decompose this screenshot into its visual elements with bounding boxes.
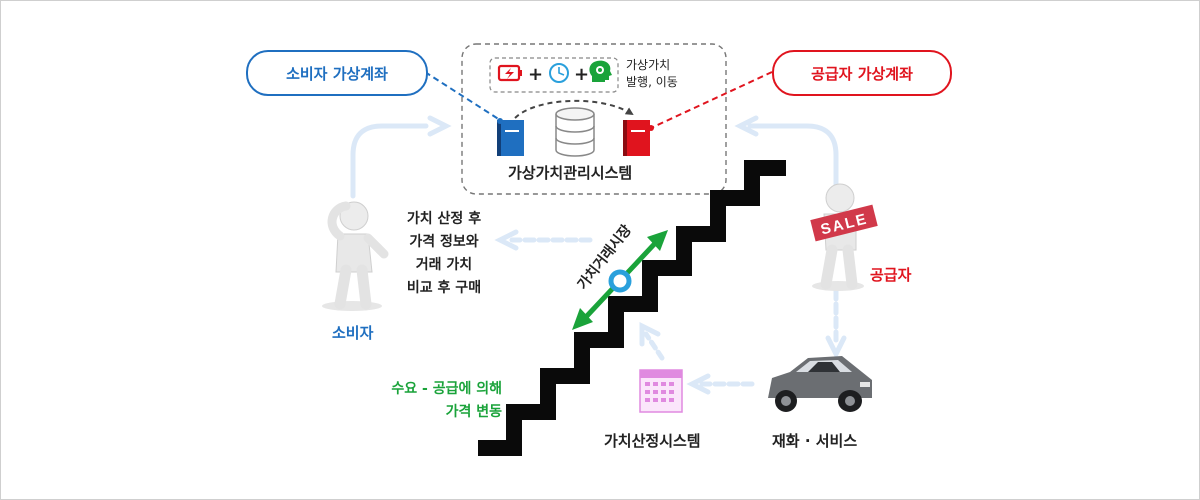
supplier-account-pill: 공급자 가상계좌 bbox=[772, 50, 952, 96]
flow-arrows bbox=[350, 115, 847, 395]
icon-group-box bbox=[489, 57, 619, 93]
person-sale-icon: SALE bbox=[810, 183, 878, 291]
consumer-account-label: 소비자 가상계좌 bbox=[286, 64, 388, 83]
staircase-icon bbox=[478, 160, 786, 456]
consumer-description: 가치 산정 후 가격 정보와 거래 가치 비교 후 구매 bbox=[406, 211, 482, 296]
system-name: 가상가치관리시스템 bbox=[508, 164, 633, 182]
consumer-account-pill: 소비자 가상계좌 bbox=[246, 50, 428, 96]
price-change-label: 수요 - 공급에 의해 가격 변동 bbox=[391, 381, 502, 420]
supplier-account-label: 공급자 가상계좌 bbox=[811, 64, 913, 83]
person-thinking-icon bbox=[322, 201, 389, 311]
market-arrow bbox=[572, 230, 668, 330]
car-icon bbox=[768, 356, 872, 412]
consumer-label: 소비자 bbox=[332, 324, 374, 342]
issue-label: 가상가치 발행, 이동 bbox=[626, 58, 678, 89]
brain-gear-icon bbox=[589, 60, 612, 82]
battery-charging-icon bbox=[497, 64, 522, 82]
goods-label: 재화 · 서비스 bbox=[772, 432, 858, 450]
calendar-icon bbox=[639, 369, 683, 413]
clock-icon bbox=[549, 63, 569, 83]
database-icon bbox=[555, 107, 595, 157]
valuation-system-label: 가치산정시스템 bbox=[604, 432, 701, 450]
supplier-label: 공급자 bbox=[870, 266, 912, 284]
svg-text:+: + bbox=[528, 64, 543, 85]
system-box bbox=[461, 43, 727, 195]
red-ledger-icon bbox=[623, 120, 650, 156]
svg-text:+: + bbox=[574, 64, 589, 85]
blue-ledger-icon bbox=[497, 120, 524, 156]
